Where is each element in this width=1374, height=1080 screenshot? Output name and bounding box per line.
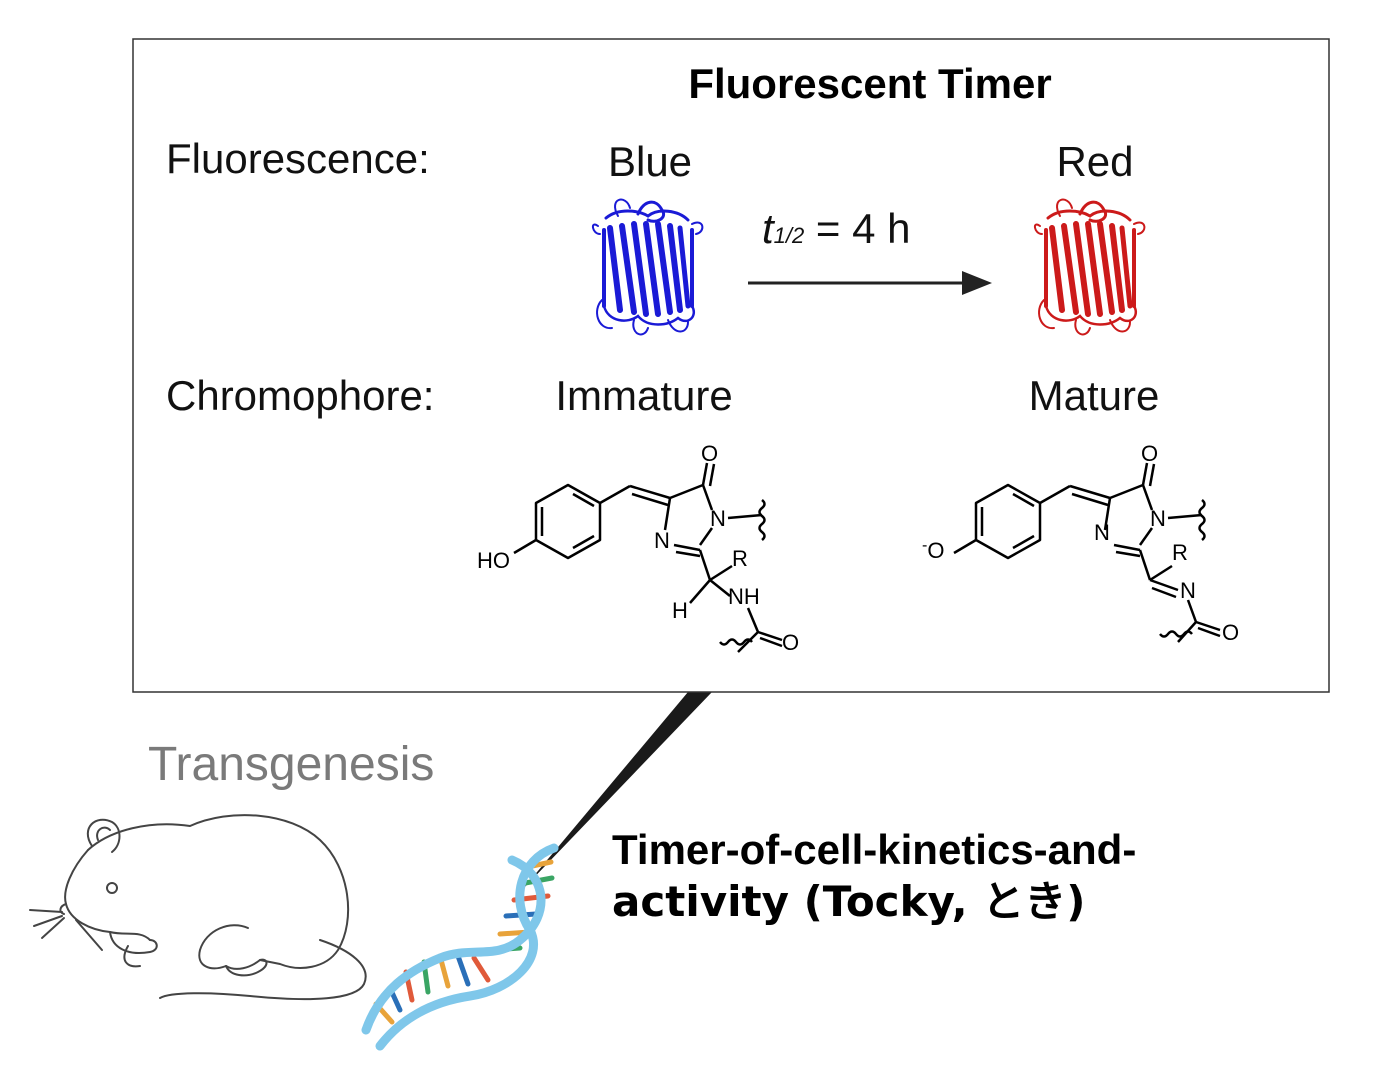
immature-atom-labels: O N N HO R H NH O (477, 441, 799, 655)
tocky-line1: Timer-of-cell-kinetics-and- (612, 826, 1136, 873)
mouse-icon (29, 814, 367, 1001)
immature-label: Immature (555, 372, 732, 419)
mature-label: Mature (1029, 372, 1160, 419)
dna-helix-icon (361, 843, 559, 1051)
atom-minus-sign: - (922, 537, 927, 554)
red-label: Red (1056, 138, 1133, 185)
red-protein-icon (1034, 198, 1146, 336)
mature-atom-labels: O N N -O R N O (922, 441, 1239, 645)
atom-r: R (1172, 540, 1188, 565)
blue-label: Blue (608, 138, 692, 185)
callout-pointer (522, 692, 712, 890)
fluorescence-label: Fluorescence: (166, 135, 430, 182)
chromophore-label: Chromophore: (166, 372, 434, 419)
half-life-value: = 4 h (804, 205, 910, 252)
blue-protein-icon (592, 198, 704, 336)
atom-nh: NH (728, 584, 760, 609)
immature-chromophore-structure (513, 462, 783, 653)
diagram-box (132, 38, 1330, 693)
atom-o: O (1141, 441, 1158, 466)
atom-o: O (701, 441, 718, 466)
atom-r: R (732, 546, 748, 571)
half-life-label: t1/2 = 4 h (762, 205, 911, 252)
atom-o2: O (1222, 620, 1239, 645)
tocky-line2: activity (Tocky, とき) (612, 877, 1085, 926)
atom-o2: O (782, 630, 799, 655)
atom-h: H (672, 598, 688, 623)
mature-chromophore-structure (953, 462, 1221, 643)
atom-ho: HO (477, 548, 510, 573)
half-life-subscript: 1/2 (774, 223, 805, 248)
atom-n2: N (654, 528, 670, 553)
atom-n1: N (1150, 506, 1166, 531)
transgenesis-label: Transgenesis (148, 738, 434, 791)
right-arrow-icon (748, 271, 992, 295)
diagram-title: Fluorescent Timer (688, 60, 1051, 107)
atom-o-anion: O (927, 538, 944, 563)
atom-n2: N (1094, 520, 1110, 545)
atom-o-minus: -O (922, 537, 944, 563)
atom-n1: N (710, 506, 726, 531)
half-life-symbol: t (762, 205, 776, 252)
atom-n3: N (1180, 578, 1196, 603)
